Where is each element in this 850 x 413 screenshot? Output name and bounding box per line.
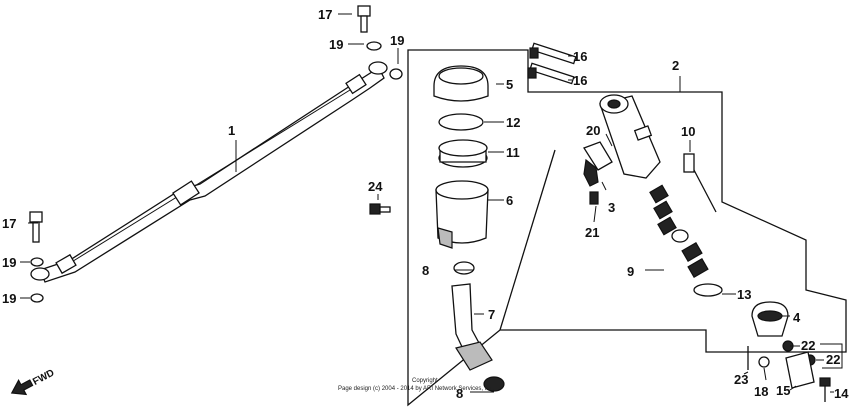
mounting-bolt-lower: [527, 62, 575, 85]
callout-4: 4: [793, 310, 801, 325]
callout-17-lower: 17: [2, 216, 16, 231]
callout-10: 10: [681, 124, 695, 139]
callout-12: 12: [506, 115, 520, 130]
callout-8-lower: 8: [456, 386, 463, 401]
sealing-washer-upper-2: [389, 68, 403, 80]
joint-screw: [589, 191, 599, 205]
callout-18: 18: [754, 384, 768, 399]
o-ring-joint: [583, 158, 599, 187]
callout-21: 21: [585, 225, 599, 240]
callout-16-lower: 16: [573, 73, 587, 88]
hose-clip-upper: [453, 261, 475, 275]
sealing-washer-lower: [30, 257, 44, 267]
hose-joint: [583, 141, 613, 171]
callout-24: 24: [368, 179, 383, 194]
callout-20: 20: [586, 123, 600, 138]
washer-pin: [758, 356, 770, 368]
callout-7: 7: [488, 307, 495, 322]
callout-19-c: 19: [2, 255, 16, 270]
diaphragm: [438, 139, 488, 168]
callout-9: 9: [627, 264, 634, 279]
callout-22-bracket: [820, 343, 843, 369]
callout-22-b: 22: [826, 352, 840, 367]
boot: [751, 301, 789, 337]
callout-labels: 1 2 3 4 5 6 7 8 8 9 10 11 12 13 14 15 16…: [2, 7, 849, 401]
callout-1: 1: [228, 123, 235, 138]
callout-19-a: 19: [329, 37, 343, 52]
pin-bolt: [819, 377, 831, 402]
banjo-bolt-lower: [29, 211, 43, 243]
screw-24: [369, 203, 391, 215]
callout-14: 14: [834, 386, 849, 401]
callout-8-upper: 8: [422, 263, 429, 278]
callout-19-b: 19: [390, 33, 404, 48]
reservoir-cap: [433, 65, 489, 102]
callout-6: 6: [506, 193, 513, 208]
fwd-label: FWD: [31, 368, 56, 388]
push-rod: [683, 153, 717, 213]
callout-13: 13: [737, 287, 751, 302]
brake-hose: [30, 61, 388, 283]
callout-16-upper: 16: [573, 49, 587, 64]
mounting-bolt-upper: [529, 42, 577, 65]
callout-11: 11: [506, 145, 520, 160]
callout-2: 2: [672, 58, 679, 73]
sealing-washer-upper: [366, 41, 382, 51]
sealing-washer-lower-2: [30, 293, 44, 303]
banjo-bolt-upper: [357, 5, 371, 33]
leader-lines: [20, 13, 834, 393]
copyright-line-1: Copyright: [412, 378, 438, 384]
callout-23: 23: [734, 372, 748, 387]
hose-clip-lower: [483, 376, 505, 392]
callout-17-upper: 17: [318, 7, 332, 22]
callout-3: 3: [608, 200, 615, 215]
copyright-line-2: Page design (c) 2004 - 2014 by ARI Netwo…: [338, 386, 495, 392]
joint-clevis: [785, 351, 815, 389]
callout-22-a: 22: [801, 338, 815, 353]
callout-19-d: 19: [2, 291, 16, 306]
snap-ring: [693, 283, 723, 297]
fwd-arrow: FWD: [10, 368, 56, 396]
piston-set: [649, 184, 709, 279]
callout-5: 5: [506, 77, 513, 92]
assembly-outline: [407, 49, 847, 407]
reservoir-tank: [435, 180, 489, 249]
reservoir-hose: [451, 283, 493, 371]
callout-15: 15: [776, 383, 790, 398]
master-cylinder-body: [599, 94, 661, 179]
diaphragm-plate: [438, 113, 484, 131]
